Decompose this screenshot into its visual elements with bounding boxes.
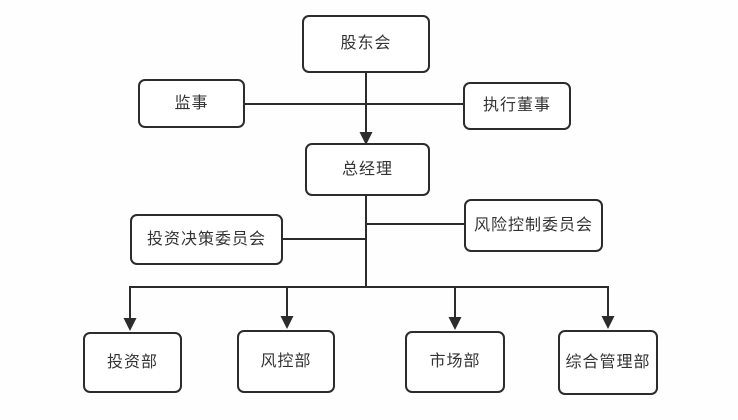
node-general-management-dept: 综合管理部	[558, 330, 658, 395]
node-label-market-dept: 市场部	[429, 353, 481, 370]
node-investment-dept: 投资部	[83, 332, 182, 393]
node-label-risk-control-committee: 风险控制委员会	[473, 216, 593, 234]
node-investment-decision-committee: 投资决策委员会	[130, 214, 283, 265]
node-label-shareholders-meeting: 股东会	[340, 35, 392, 52]
node-label-investment-dept: 投资部	[106, 353, 158, 371]
arrowhead-investment-dept	[123, 318, 137, 331]
node-label-investment-decision-committee: 投资决策委员会	[146, 230, 266, 248]
arrowhead-risk-dept	[280, 316, 294, 329]
node-market-dept: 市场部	[405, 331, 505, 393]
node-label-general-management-dept: 综合管理部	[565, 353, 651, 371]
node-shareholders-meeting: 股东会	[302, 15, 430, 73]
node-supervisor: 监事	[138, 79, 245, 128]
node-executive-director: 执行董事	[463, 82, 571, 130]
node-risk-control-dept: 风控部	[237, 330, 335, 393]
arrowhead-gm	[359, 132, 373, 145]
node-label-executive-director: 执行董事	[482, 97, 551, 114]
node-label-supervisor: 监事	[174, 94, 209, 112]
node-label-risk-control-dept: 风控部	[260, 352, 312, 370]
node-risk-control-committee: 风险控制委员会	[464, 199, 603, 252]
arrowhead-market-dept	[448, 317, 462, 330]
arrowhead-general-mgmt-dept	[601, 316, 615, 329]
node-general-manager: 总经理	[305, 143, 430, 196]
node-label-general-manager: 总经理	[341, 160, 393, 178]
